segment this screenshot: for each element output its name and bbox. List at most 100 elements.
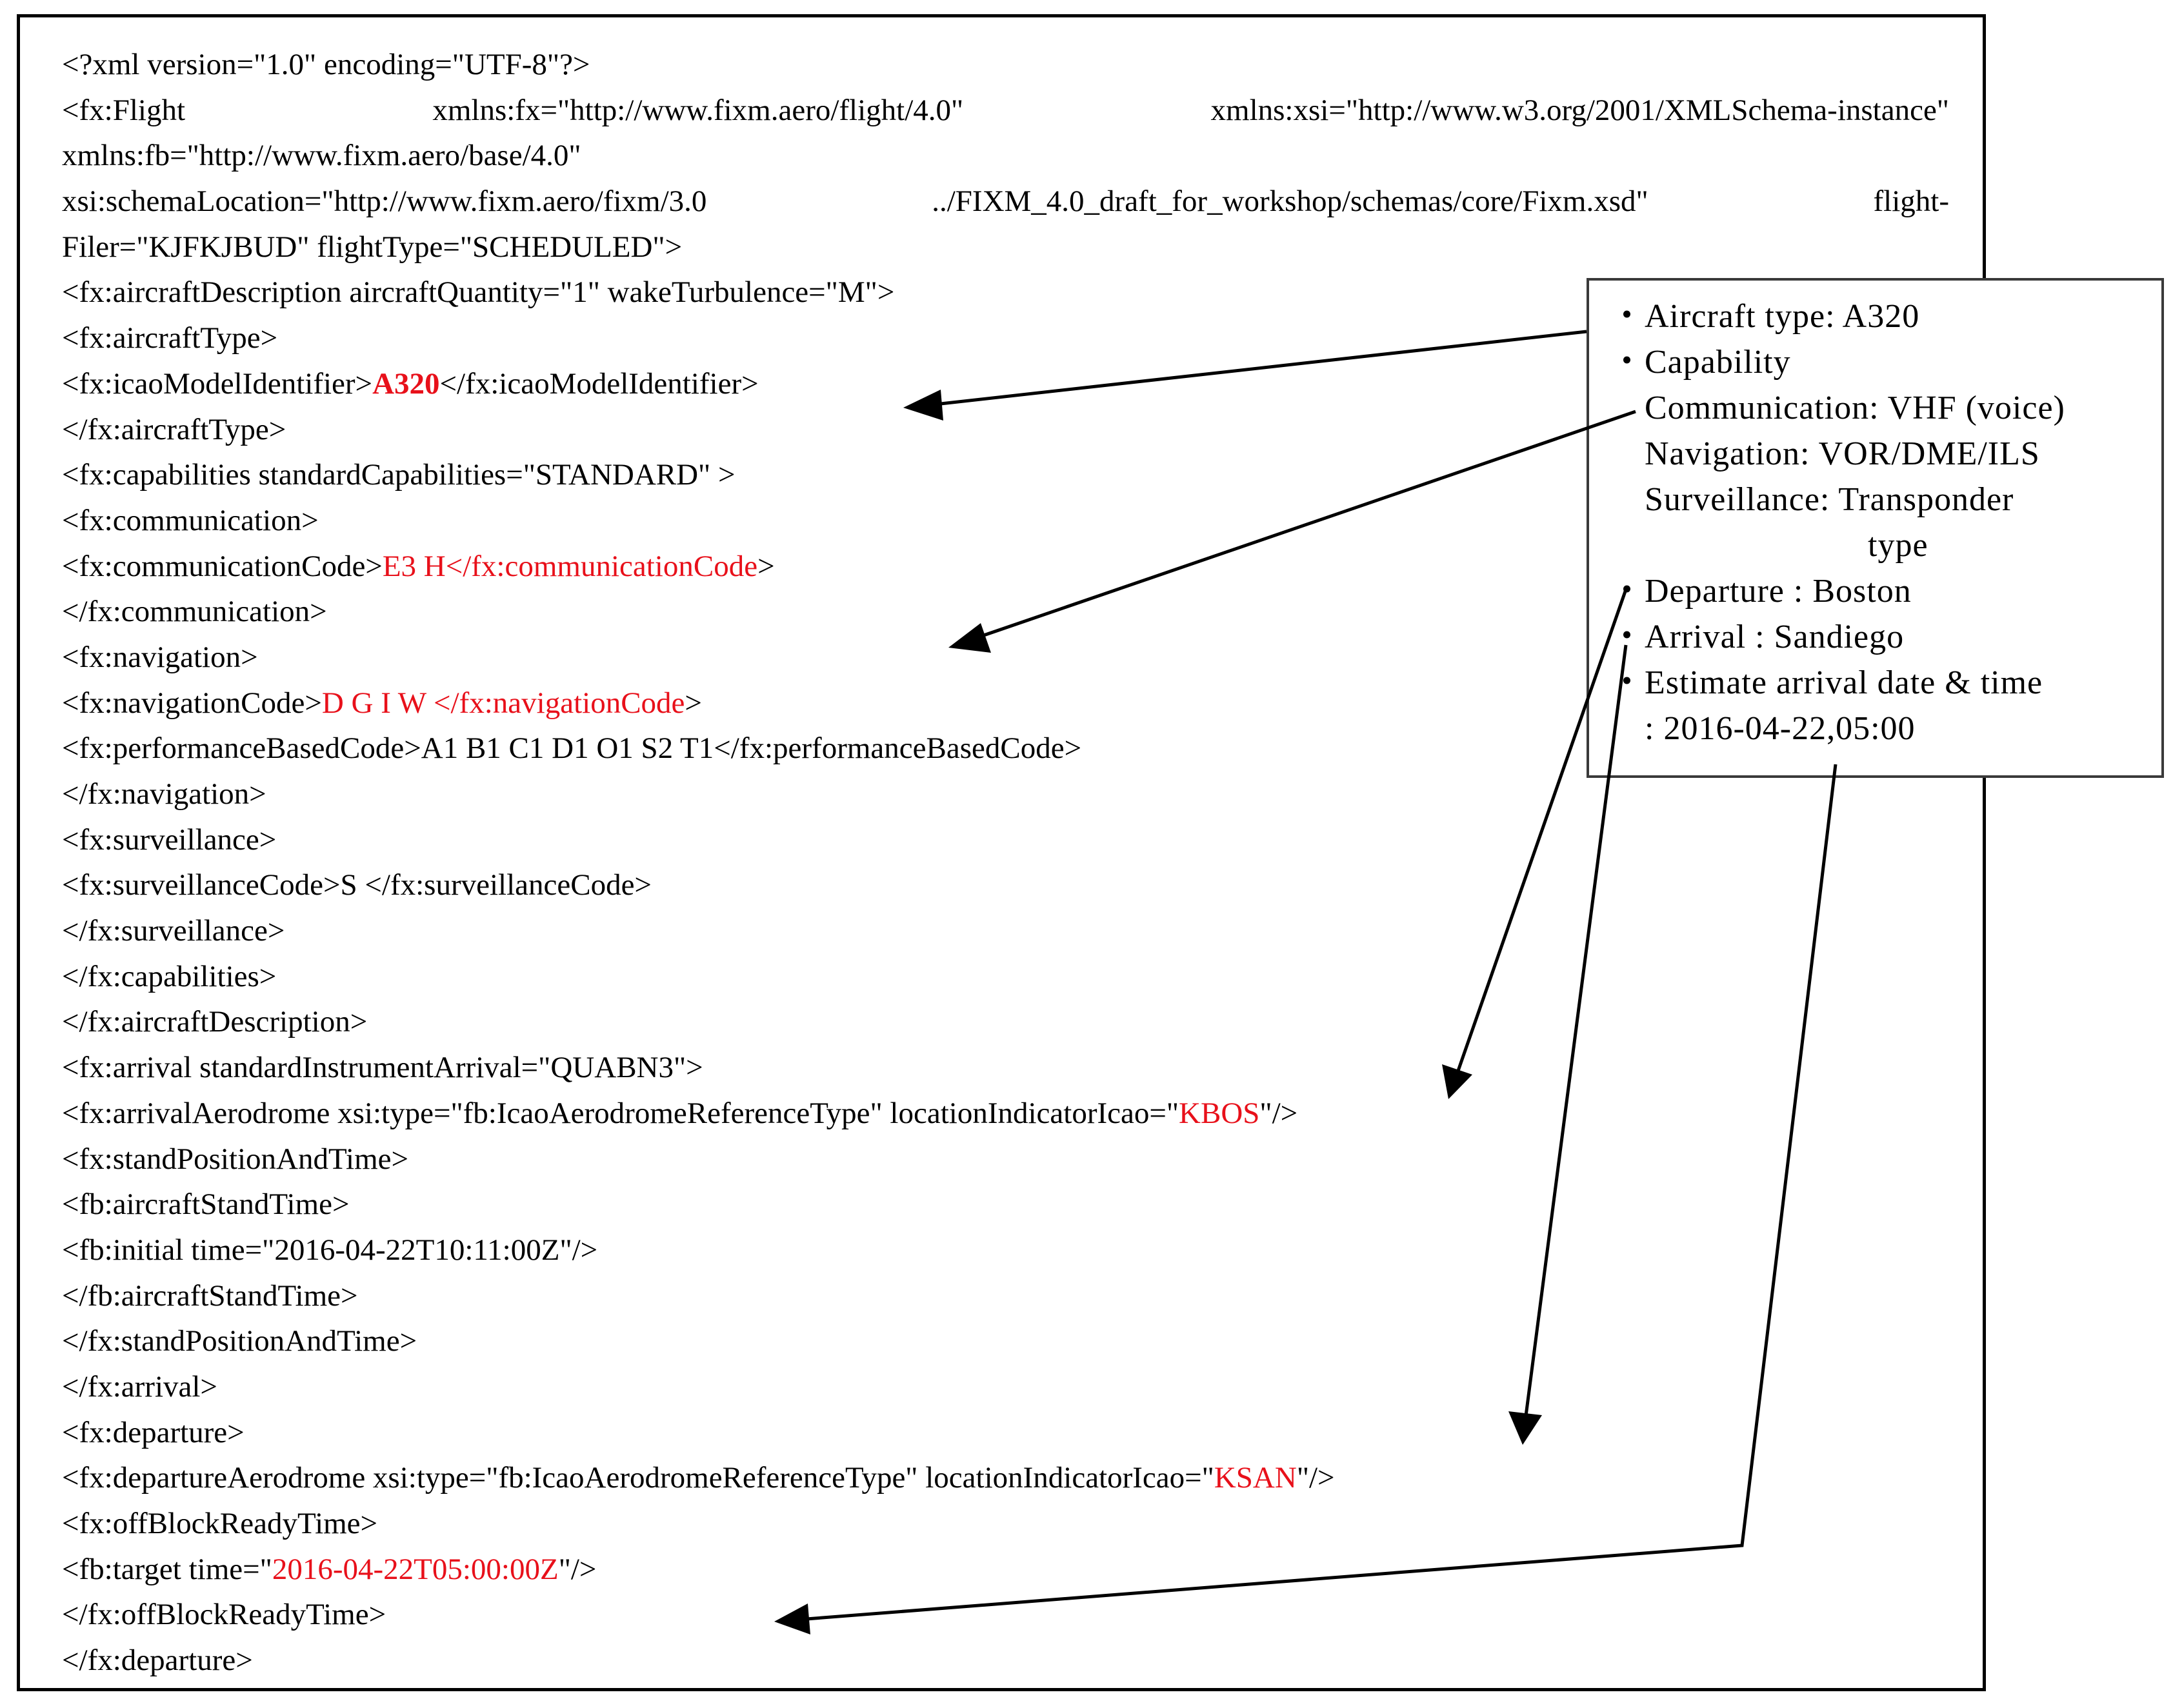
xml-line: </fx:capabilities> [62, 954, 1949, 1000]
xml-text: <fx:performanceBasedCode>A1 B1 C1 D1 O1 … [62, 731, 1082, 766]
xml-line: <fx:icaoModelIdentifier>A320</fx:icaoMod… [62, 361, 1949, 407]
xml-line: <fx:arrivalAerodrome xsi:type="fb:IcaoAe… [62, 1091, 1949, 1137]
summary-text: Surveillance: Transponder [1645, 481, 2014, 518]
xml-text: <fb:aircraftStandTime> [62, 1187, 350, 1222]
xml-line: <fx:surveillanceCode>S </fx:surveillance… [62, 862, 1949, 908]
xml-text: </fx:icaoModelIdentifier> [439, 366, 759, 401]
xml-text: xmlns:fb="http://www.fixm.aero/base/4.0" [62, 139, 581, 173]
xml-line: <fx:navigation> [62, 635, 1949, 680]
flight-summary-box [1587, 278, 2164, 778]
xml-text: <fx:navigationCode> [62, 686, 322, 720]
xml-text: flight- [1873, 184, 1949, 219]
xml-line: <fx:standPositionAndTime> [62, 1137, 1949, 1182]
summary-text: Aircraft type: A320 [1645, 298, 1920, 335]
summary-line: ・Aircraft type: A320 [1610, 293, 2065, 339]
xml-listing: <?xml version="1.0" encoding="UTF-8"?> <f… [62, 42, 1949, 1683]
xml-text: <fx:aircraftDescription aircraftQuantity… [62, 275, 895, 310]
xml-text: <fx:offBlockReadyTime> [62, 1507, 378, 1540]
xml-highlight: 2016-04-22T05:00:00Z [272, 1552, 559, 1586]
arrow-capability [948, 410, 1636, 653]
xml-line: </fx:aircraftDescription> [62, 999, 1949, 1045]
xml-line: </fx:surveillance> [62, 908, 1949, 954]
xml-text: <fx:Flight [62, 93, 186, 127]
xml-line: </fx:aircraftType> [62, 407, 1949, 453]
xml-line: </fx:standPositionAndTime> [62, 1318, 1949, 1364]
xml-text: "/> [1296, 1461, 1335, 1495]
summary-text: Communication: VHF (voice) [1645, 390, 2065, 426]
xml-line: <fx:performanceBasedCode>A1 B1 C1 D1 O1 … [62, 726, 1949, 771]
xml-text: <?xml version="1.0" encoding="UTF-8"?> [62, 48, 590, 81]
xml-text: </fx:navigation> [62, 777, 266, 811]
xml-line: xmlns:fb="http://www.fixm.aero/base/4.0" [62, 133, 1949, 179]
xml-text: <fx:capabilities standardCapabilities="S… [62, 458, 736, 492]
xml-text: <fx:surveillance> [62, 822, 277, 857]
xml-text: <fx:communication> [62, 503, 319, 537]
xml-text: </fx:arrival> [62, 1369, 217, 1404]
summary-line: ・Capability [1610, 339, 2065, 385]
xml-text: </fx:aircraftType> [62, 412, 286, 446]
xml-highlight: KBOS [1179, 1096, 1260, 1130]
xml-text: <fx:surveillanceCode>S </fx:surveillance… [62, 868, 652, 902]
xml-text: <fb:initial time="2016-04-22T10:11:00Z"/… [62, 1233, 598, 1267]
xml-text: Filer="KJFKJBUD" flightType="SCHEDULED"> [62, 230, 683, 264]
summary-text: Capability [1645, 344, 1791, 381]
xml-text: <fx:communicationCode> [62, 549, 383, 583]
xml-text: <fx:departure> [62, 1415, 245, 1449]
xml-text: <fx:aircraftType> [62, 321, 278, 355]
xml-line: <fx:departureAerodrome xsi:type="fb:Icao… [62, 1455, 1949, 1501]
arrow-departure [1442, 589, 1628, 1099]
summary-line: Surveillance: Transponder [1610, 477, 2065, 522]
summary-line: Communication: VHF (voice) [1610, 385, 2065, 431]
xml-text: </fx:departure> [62, 1643, 253, 1678]
arrow-aircraft-type [903, 330, 1587, 421]
summary-text: Estimate arrival date & time [1645, 664, 2043, 701]
xml-line: </fx:arrival> [62, 1364, 1949, 1410]
summary-text: Navigation: VOR/DME/ILS [1645, 435, 2040, 472]
xml-line: <fx:navigationCode>D G I W </fx:navigati… [62, 680, 1949, 726]
xml-line: <fx:communication> [62, 498, 1949, 544]
arrow-arrival [1508, 644, 1628, 1445]
summary-line: : 2016-04-22,05:00 [1610, 706, 2065, 751]
xml-text: </fx:communication> [62, 595, 327, 629]
xml-text: <fx:arrivalAerodrome xsi:type="fb:IcaoAe… [62, 1096, 1179, 1130]
xml-line: <fx:communicationCode>E3 H</fx:communica… [62, 544, 1949, 590]
xml-highlight: A320 [372, 366, 440, 401]
xml-line: </fb:aircraftStandTime> [62, 1273, 1949, 1319]
xml-text: <fx:departureAerodrome xsi:type="fb:Icao… [62, 1461, 1214, 1495]
xml-text: xmlns:xsi="http://www.w3.org/2001/XMLSch… [1210, 93, 1949, 127]
xml-highlight: KSAN [1214, 1461, 1297, 1495]
xml-line: <fx:aircraftDescription aircraftQuantity… [62, 270, 1949, 315]
xml-text: xsi:schemaLocation="http://www.fixm.aero… [62, 184, 707, 219]
xml-line: <fx:departure> [62, 1410, 1949, 1456]
summary-line: ・Estimate arrival date & time [1610, 660, 2065, 706]
summary-text: type [1868, 527, 1928, 564]
bullet-icon: ・ [1610, 664, 1645, 701]
xml-line: <fx:surveillance> [62, 817, 1949, 863]
xml-text: </fx:offBlockReadyTime> [62, 1598, 386, 1632]
xml-line: xsi:schemaLocation="http://www.fixm.aero… [62, 179, 1949, 224]
xml-text: > [757, 549, 775, 583]
xml-text: <fx:arrival standardInstrumentArrival="Q… [62, 1051, 703, 1085]
xml-text: "/> [558, 1552, 597, 1586]
summary-line: ・Departure : Boston [1610, 568, 2065, 614]
xml-line: <fb:target time="2016-04-22T05:00:00Z"/> [62, 1547, 1949, 1593]
xml-line: </fx:communication> [62, 589, 1949, 635]
arrow-estimate-arrival [774, 764, 1838, 1634]
xml-line: </fx:navigation> [62, 771, 1949, 817]
xml-line: </fx:offBlockReadyTime> [62, 1592, 1949, 1638]
xml-line: <fx:arrival standardInstrumentArrival="Q… [62, 1045, 1949, 1091]
xml-line: <fx:Flight xmlns:fx="http://www.fixm.aero… [62, 88, 1949, 134]
xml-text: <fx:navigation> [62, 640, 258, 674]
xml-text: > [685, 686, 702, 720]
summary-line: Navigation: VOR/DME/ILS [1610, 431, 2065, 477]
xml-text: </fx:standPositionAndTime> [62, 1324, 417, 1358]
bullet-icon: ・ [1610, 298, 1645, 335]
xml-line: <fb:aircraftStandTime> [62, 1182, 1949, 1227]
xml-text: </fx:capabilities> [62, 959, 277, 993]
xml-text: <fx:standPositionAndTime> [62, 1142, 409, 1176]
xml-text: xmlns:fx="http://www.fixm.aero/flight/4.… [432, 93, 964, 127]
xml-text: <fx:icaoModelIdentifier> [62, 366, 373, 401]
xml-text: ../FIXM_4.0_draft_for_workshop/schemas/c… [932, 184, 1648, 219]
